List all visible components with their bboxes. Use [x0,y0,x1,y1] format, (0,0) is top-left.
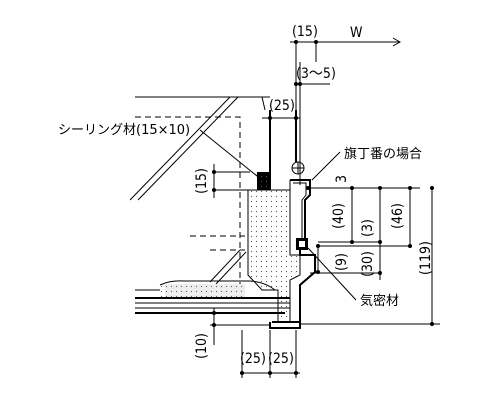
dim-40-label: (40) [331,203,347,229]
hinge-callout: 旗丁番の場合 [311,146,422,181]
dim-top: (15) W [290,24,402,112]
center-lines [190,235,245,251]
dim-9: (9) [316,244,350,274]
mortar-fill [160,189,301,323]
dim-10-label: (10) [194,333,210,359]
dim-119-label: (119) [418,241,434,275]
dim-25a-label: (25) [240,351,266,367]
dim-25-top: (25) [262,98,300,120]
hinge-label: 旗丁番の場合 [344,146,422,162]
dim-10: (10) [194,308,270,359]
dim-30-label: (30) [360,251,376,277]
dim-3to5-label: (3〜5) [296,66,336,82]
dim-right: (40) (3) (46) (30) [306,186,420,280]
dim-25b-label: (25) [268,351,294,367]
airtight-label: 気密材 [360,293,399,309]
sealant-block [257,172,271,190]
dim-3-label: 3 [334,175,350,183]
sealant-label: シーリング材(15×10) [58,123,190,138]
dim-25-bottom: (25) (25) [240,330,300,378]
airtight-callout: 気密材 [307,247,399,309]
dim-46-label: (46) [390,203,406,229]
direction-label: W [350,25,363,41]
glass-lines [129,96,270,285]
dim-15-left-label: (15) [194,168,210,194]
dim-15-top: (15) [292,24,318,40]
dim-15-left: (15) [194,164,250,198]
dim-9-label: (9) [334,253,350,271]
dim-3-paren-label: (3) [360,219,376,237]
dashed-outline [135,116,241,290]
dim-3to5: (3〜5) [294,62,336,185]
sealant-callout: シーリング材(15×10) [58,123,263,181]
dim-119: (119) [300,186,440,326]
dim-25-top-label: (25) [269,98,295,114]
airtight-seal [296,238,308,250]
circle-plus-icon [291,161,305,175]
